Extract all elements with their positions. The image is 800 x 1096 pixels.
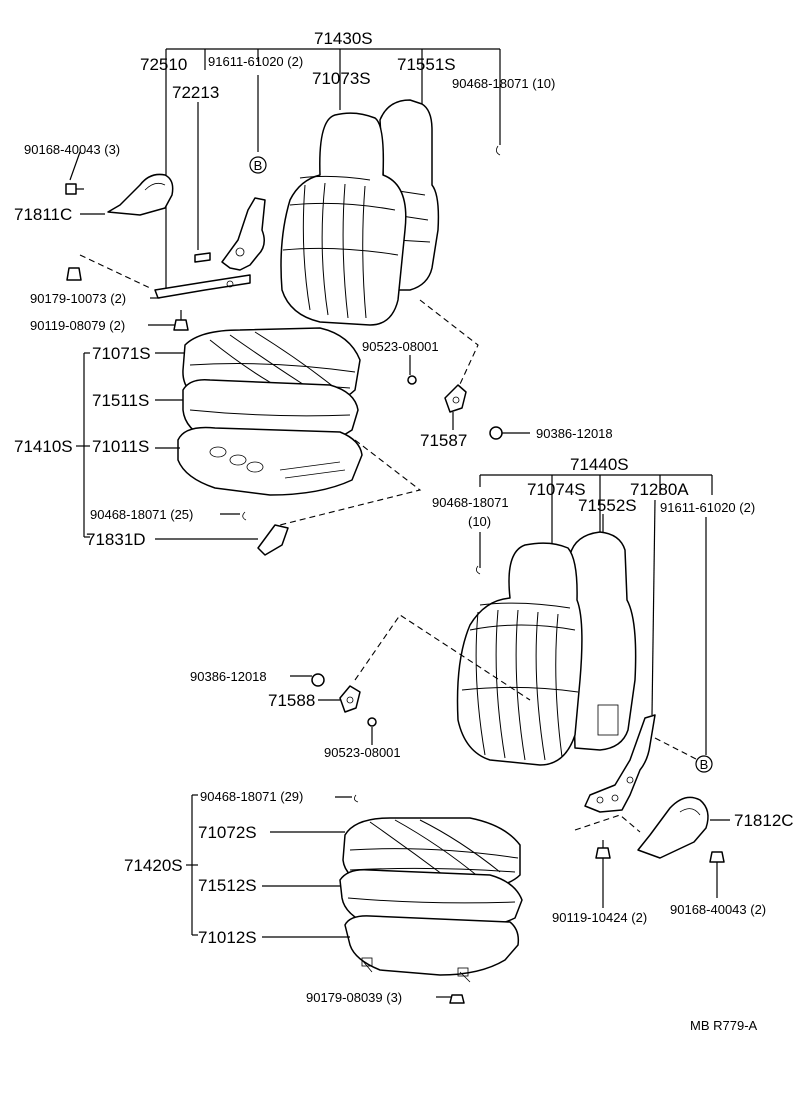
passenger-bolt-hinge: [709, 851, 725, 863]
label-90468-18071-25: 90468-18071 (25): [90, 507, 193, 522]
driver-callout-b: B: [249, 156, 267, 174]
passenger-cushion-frame: [344, 915, 520, 983]
passenger-nut-08039: [449, 994, 465, 1004]
driver-labels: 71430S 72510 91611-61020 (2) 71073S 7155…: [14, 29, 613, 549]
driver-bolt-hinge: [65, 183, 84, 195]
label-qty-10: (10): [468, 514, 491, 529]
passenger-clip: [367, 717, 377, 727]
label-71440s: 71440S: [570, 455, 629, 474]
driver-guide-lines: [79, 254, 479, 526]
label-90168-40043-2: 90168-40043 (2): [670, 902, 766, 917]
label-90119-08079: 90119-08079 (2): [30, 318, 125, 333]
callout-b-text: B: [254, 158, 263, 173]
label-72510: 72510: [140, 55, 187, 74]
label-71012s: 71012S: [198, 928, 257, 947]
label-71430s: 71430S: [314, 29, 373, 48]
label-71072s: 71072S: [198, 823, 257, 842]
label-71812c: 71812C: [734, 811, 794, 830]
label-71811c: 71811C: [14, 205, 72, 224]
driver-cushion-bracket: [76, 352, 90, 538]
driver-leader-lines: [69, 151, 530, 540]
label-71071s: 71071S: [92, 344, 151, 363]
driver-clip: [407, 375, 417, 385]
driver-hinge-frame: [154, 197, 266, 299]
label-90523-08001: 90523-08001: [362, 339, 439, 354]
label-72213: 72213: [172, 83, 219, 102]
label-71552s: 71552S: [578, 496, 637, 515]
passenger-assembly-bracket: [479, 474, 713, 755]
label-71011s: 71011S: [92, 437, 149, 456]
label-71551s: 71551S: [397, 55, 456, 74]
label-90468-18071-10: 90468-18071 (10): [452, 76, 555, 91]
passenger-leader-lines: [262, 675, 730, 998]
label-90179-10073: 90179-10073 (2): [30, 291, 126, 306]
label-91611-61020: 91611-61020 (2): [208, 54, 303, 69]
label-90119-10424: 90119-10424 (2): [552, 910, 647, 925]
label-71587: 71587: [420, 431, 467, 450]
passenger-seatback-cover: [456, 542, 583, 766]
driver-assembly-bracket: [165, 48, 501, 290]
driver-cushion-frame: [177, 426, 363, 496]
label-71512s: 71512S: [198, 876, 257, 895]
driver-bracket-71587: [444, 384, 467, 413]
label-90386-12018-p: 90386-12018: [190, 669, 267, 684]
label-71511s: 71511S: [92, 391, 149, 410]
passenger-seatback-pad: [569, 531, 637, 751]
label-91611-61020-p: 91611-61020 (2): [660, 500, 755, 515]
label-71410s: 71410S: [14, 437, 73, 456]
driver-side-cover: [257, 524, 289, 556]
passenger-hinge-cover: [637, 796, 709, 859]
driver-bolt-lower: [173, 310, 189, 331]
label-90468-18071: 90468-18071: [432, 495, 509, 510]
label-90386-12018: 90386-12018: [536, 426, 613, 441]
passenger-callout-b: B: [695, 755, 713, 773]
driver-nut-upper: [66, 267, 82, 281]
driver-hog-ring-small: [242, 145, 501, 521]
passenger-guide-lines: [354, 614, 699, 833]
label-71831d: 71831D: [86, 530, 146, 549]
label-71074s: 71074S: [527, 480, 586, 499]
passenger-hinge-frame: [584, 714, 656, 813]
passenger-cushion-nut: [311, 673, 325, 687]
label-71420s: 71420S: [124, 856, 183, 875]
label-90168-40043-3: 90168-40043 (3): [24, 142, 120, 157]
callout-b-text-2: B: [700, 757, 709, 772]
passenger-labels: 71440S 90468-18071 (10) 71074S 71552S 71…: [124, 455, 794, 1005]
driver-seatback-cover: [280, 112, 407, 326]
label-90468-18071-29: 90468-18071 (29): [200, 789, 303, 804]
driver-hinge-cover: [107, 173, 174, 216]
reference-code: MB R779-A: [690, 1018, 758, 1033]
label-71588: 71588: [268, 691, 315, 710]
passenger-bracket-71588: [339, 685, 361, 713]
passenger-hog-ring: [354, 565, 481, 803]
label-90523-08001-p: 90523-08001: [324, 745, 401, 760]
label-90179-08039: 90179-08039 (3): [306, 990, 402, 1005]
label-71280a: 71280A: [630, 480, 689, 499]
passenger-bolt-lower: [595, 840, 611, 859]
passenger-cushion-bracket: [186, 794, 198, 936]
label-71073s: 71073S: [312, 69, 371, 88]
driver-cushion-nut: [489, 426, 503, 440]
